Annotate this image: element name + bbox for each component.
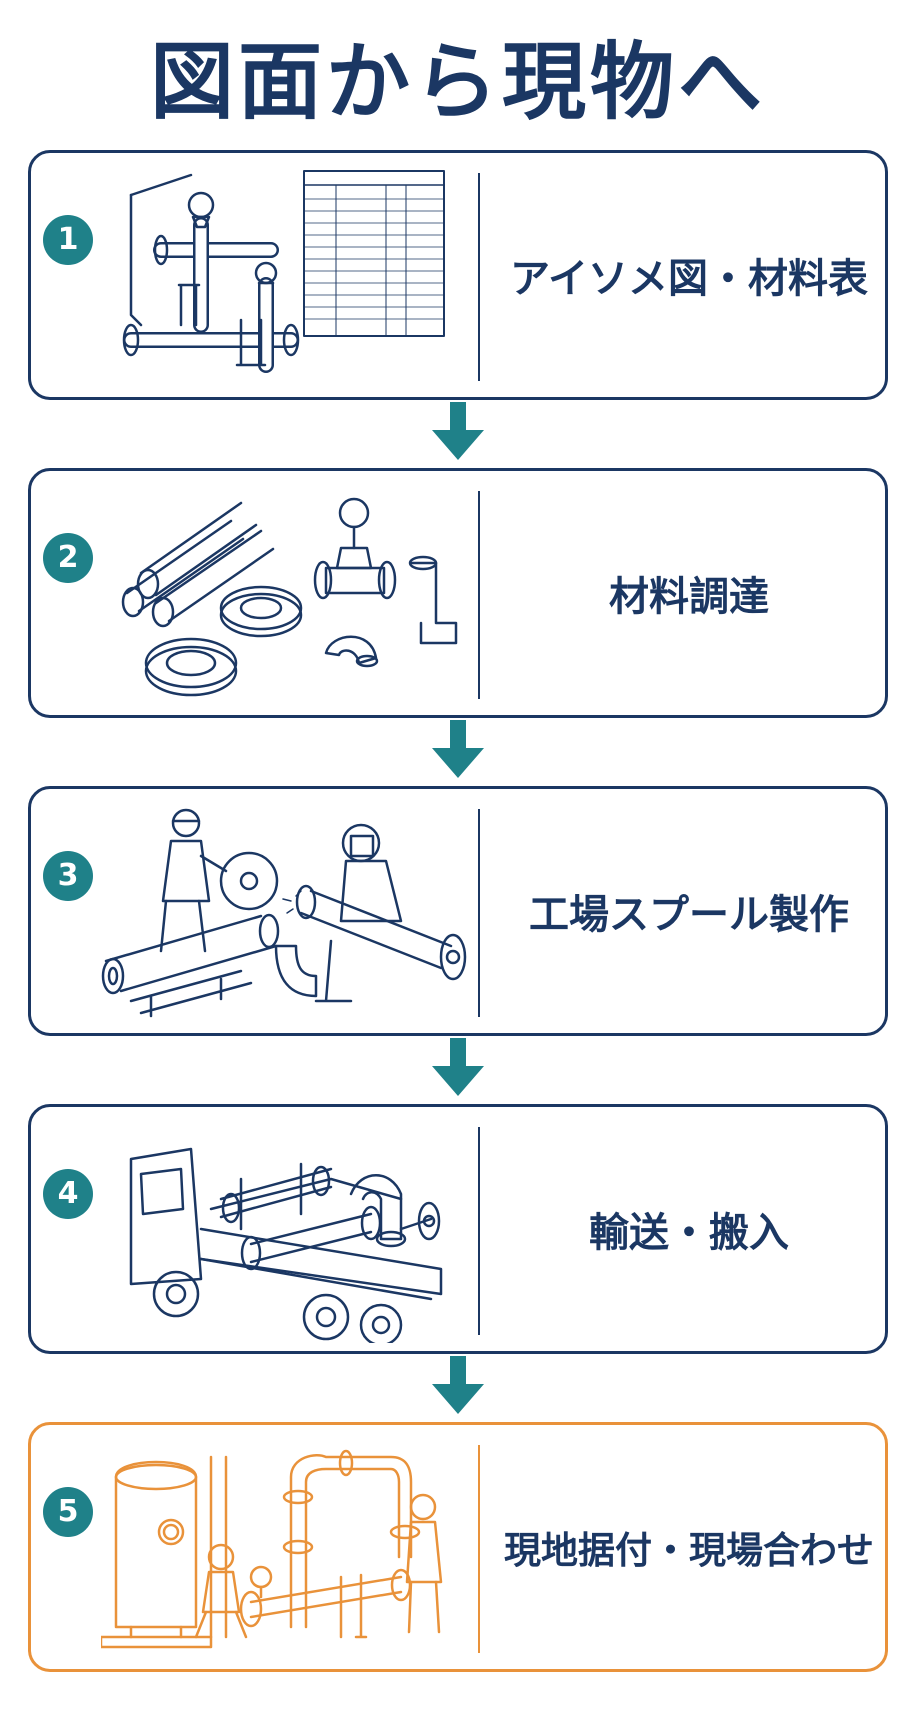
step-number-2: 2 [43, 533, 93, 583]
step-number-3: 3 [43, 851, 93, 901]
fabrication-icon [101, 808, 467, 1018]
step-number-1: 1 [43, 215, 93, 265]
step-card-4: 4 輸送・搬入 [28, 1104, 888, 1354]
isometric-drawing-icon [122, 170, 445, 373]
step-card-3: 3 工場スプール製作 [28, 786, 888, 1036]
step-label-3: 工場スプール製作 [529, 892, 849, 938]
step-card-1: 1 アイソメ図・材料表 [28, 150, 888, 400]
materials-icon [121, 497, 458, 697]
divider [478, 491, 480, 699]
step-card-5: 5 現地据付・現場合わせ [28, 1422, 888, 1672]
step-label-4: 輸送・搬入 [589, 1210, 789, 1256]
divider [478, 1445, 480, 1653]
step-card-2: 2 材料調達 [28, 468, 888, 718]
step-number-5: 5 [43, 1487, 93, 1537]
divider [478, 173, 480, 381]
divider [478, 809, 480, 1017]
installation-icon [101, 1449, 443, 1649]
down-arrow-icon [432, 402, 484, 460]
divider [478, 1127, 480, 1335]
truck-icon [129, 1147, 443, 1343]
step-label-2: 材料調達 [609, 574, 769, 620]
step-label-1: アイソメ図・材料表 [510, 256, 868, 302]
step-label-5: 現地据付・現場合わせ [504, 1529, 874, 1572]
down-arrow-icon [432, 1356, 484, 1414]
down-arrow-icon [432, 1038, 484, 1096]
down-arrow-icon [432, 720, 484, 778]
step-number-4: 4 [43, 1169, 93, 1219]
page-title: 図面から現物へ [149, 33, 766, 131]
